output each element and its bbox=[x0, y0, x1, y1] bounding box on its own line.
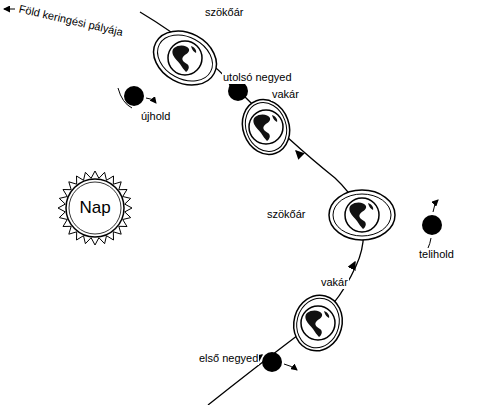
sun-circle: Nap bbox=[56, 169, 134, 247]
moon bbox=[262, 352, 282, 372]
moon bbox=[422, 215, 442, 235]
direction-arrow bbox=[4, 9, 15, 10]
tide-label: szökőár bbox=[204, 6, 245, 19]
moon-phase-label: első negyed bbox=[198, 352, 259, 365]
earth-spring-tide bbox=[329, 190, 395, 240]
tide-label: vakár bbox=[271, 88, 300, 101]
orbit-label: Föld keringési pályája bbox=[17, 2, 126, 39]
moon-phase-label: telihold bbox=[418, 248, 455, 261]
moon-phase-label: utolsó negyed bbox=[222, 71, 293, 84]
tide-label: vakár bbox=[320, 276, 349, 289]
earth-neap-tide bbox=[288, 290, 349, 357]
earth-spring-tide bbox=[144, 20, 226, 95]
moon bbox=[124, 86, 144, 106]
earth-neap-tide bbox=[235, 93, 297, 161]
moon-phase-label: újhold bbox=[140, 110, 171, 123]
sun-label: Nap bbox=[79, 198, 110, 218]
tide-label: szökőár bbox=[266, 208, 307, 221]
moon bbox=[228, 81, 248, 101]
